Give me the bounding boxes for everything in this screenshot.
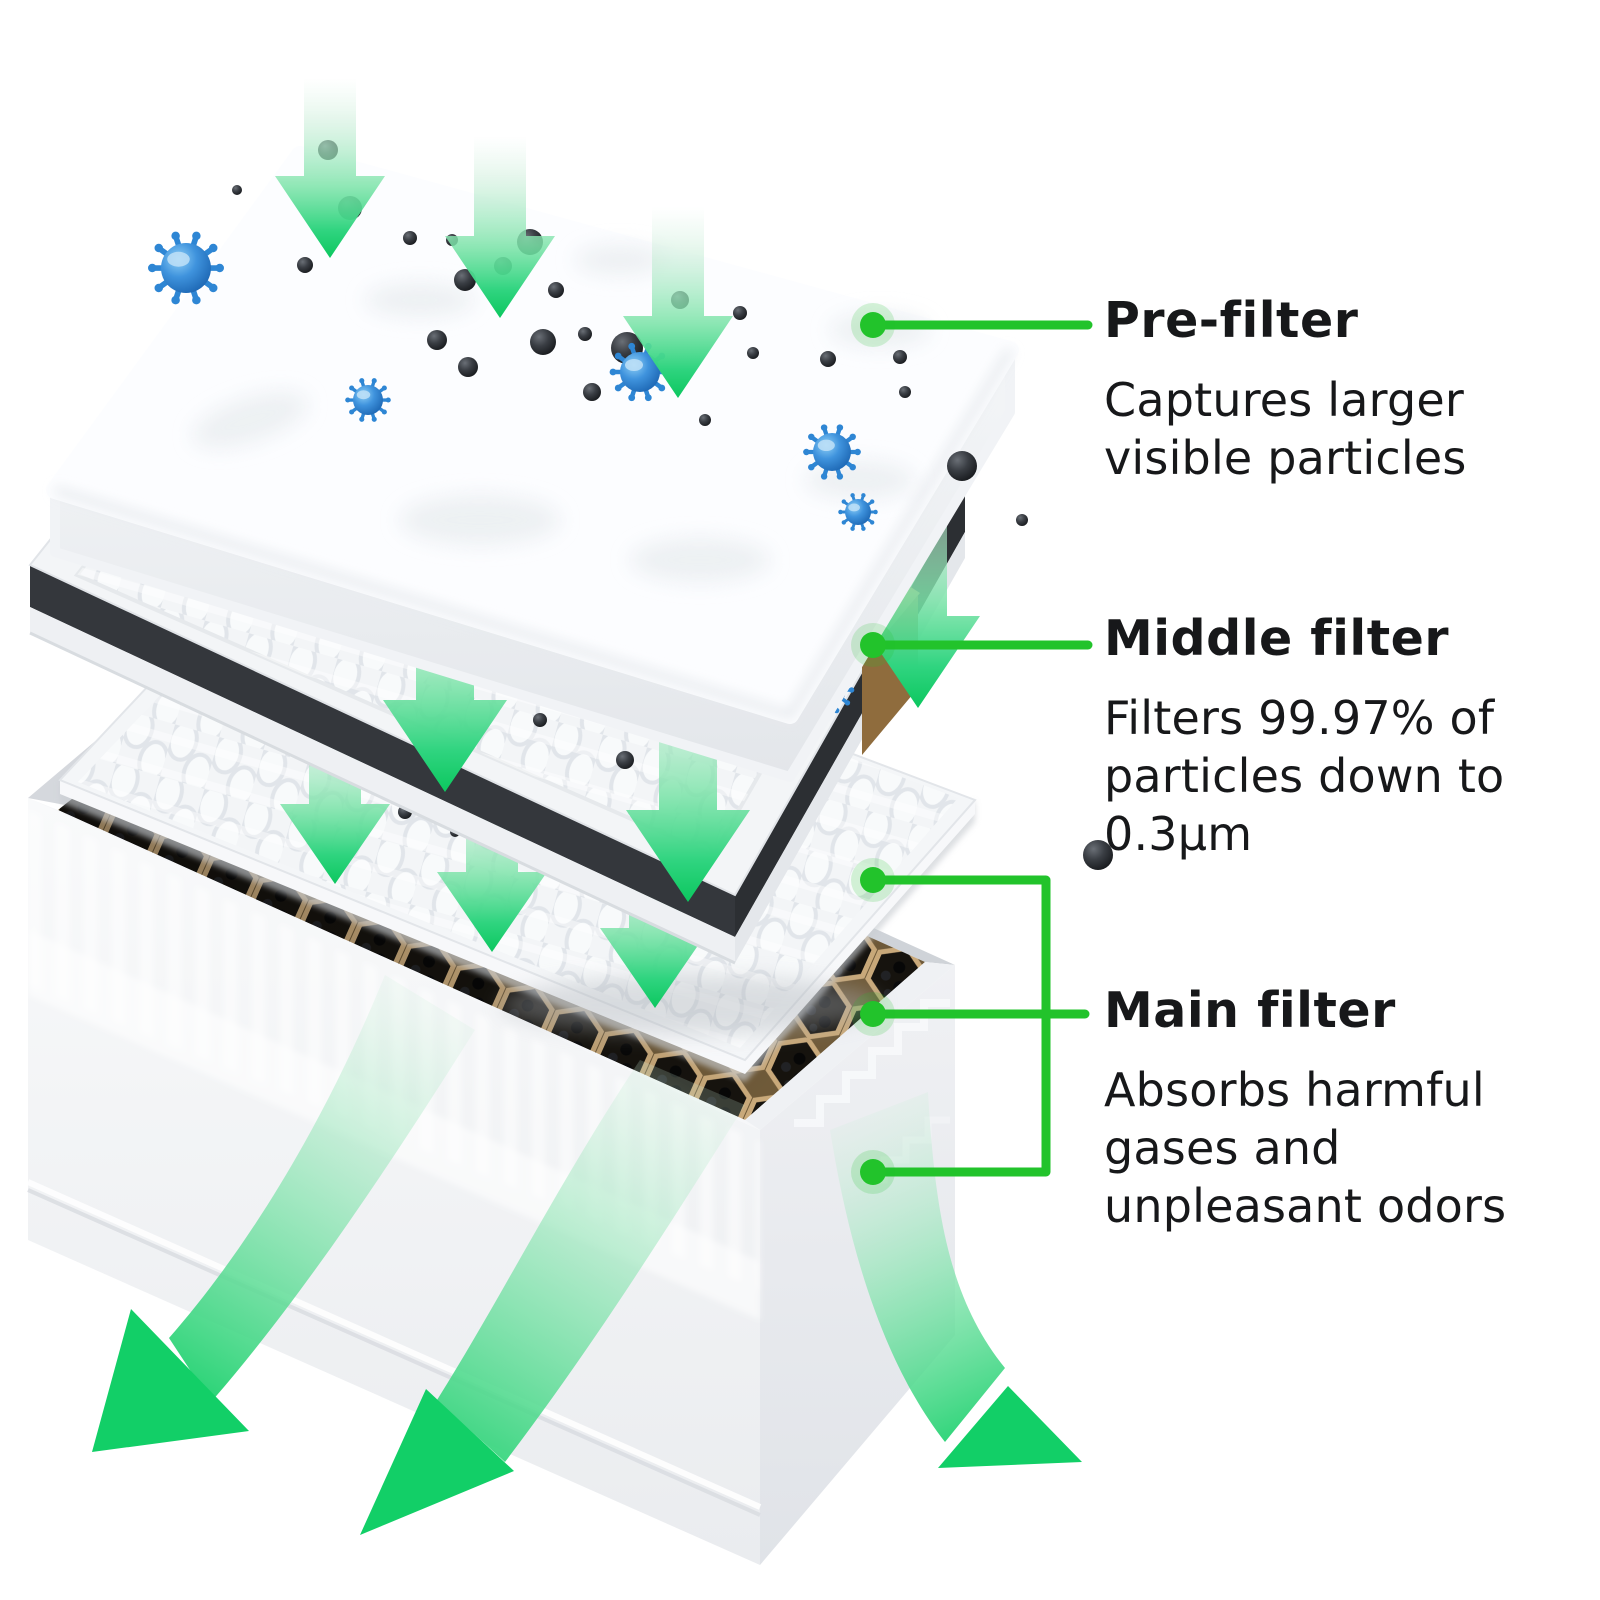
label-main-filter: Main filter Absorbs harmful gases and un…	[1104, 983, 1590, 1235]
outflow-arrow-left	[92, 975, 475, 1452]
airflow-arrow-icon	[437, 758, 547, 952]
pre-filter-fleece	[46, 140, 1113, 870]
airflow-arrow-icon	[169, 975, 475, 1402]
airflow-arrow-icon	[280, 690, 390, 884]
airflow-arrowhead-icon	[938, 1386, 1082, 1468]
right-wall-steps	[794, 999, 950, 1127]
wall-seam	[27, 1188, 761, 1517]
box-right-lip	[745, 962, 955, 1130]
airflow-arrow-icon	[275, 78, 385, 258]
wall-seam-highlight	[26, 1179, 762, 1510]
base-front	[30, 607, 735, 963]
cast-shadow	[500, 975, 880, 1035]
pre-filter-title: Pre-filter	[1104, 292, 1359, 349]
airflow-row-1	[275, 78, 733, 398]
gasket-front	[30, 565, 735, 937]
airflow-arrowhead-icon	[92, 1309, 249, 1452]
callout-graphics	[851, 303, 1093, 1194]
main-filter-title: Main filter	[1104, 982, 1396, 1039]
middle-filter-description: Filters 99.97% of particles down to 0.3μ…	[1104, 691, 1505, 861]
airflow-arrow-icon	[437, 1060, 745, 1462]
callout-dot-icon	[851, 303, 895, 1194]
pre-filter-description: Captures larger visible particles	[1104, 373, 1467, 485]
callout-bracket-main-filter	[868, 875, 1090, 1177]
label-pre-filter: Pre-filter Captures larger visible parti…	[1104, 293, 1590, 487]
airflow-arrowhead-icon	[360, 1389, 514, 1535]
outflow-arrow-middle	[360, 1060, 745, 1535]
middle-filter-title: Middle filter	[1104, 610, 1450, 667]
airflow-arrow-icon	[445, 136, 555, 318]
label-middle-filter: Middle filter Filters 99.97% of particle…	[1104, 611, 1590, 863]
box-front-lip	[28, 798, 760, 1130]
airflow-arrow-icon	[626, 630, 750, 902]
main-filter-description: Absorbs harmful gases and unpleasant odo…	[1104, 1063, 1507, 1233]
airflow-arrow-icon	[623, 206, 733, 398]
fleece-front-edge-shading	[53, 347, 1014, 721]
base-bottom-edge	[29, 631, 736, 965]
